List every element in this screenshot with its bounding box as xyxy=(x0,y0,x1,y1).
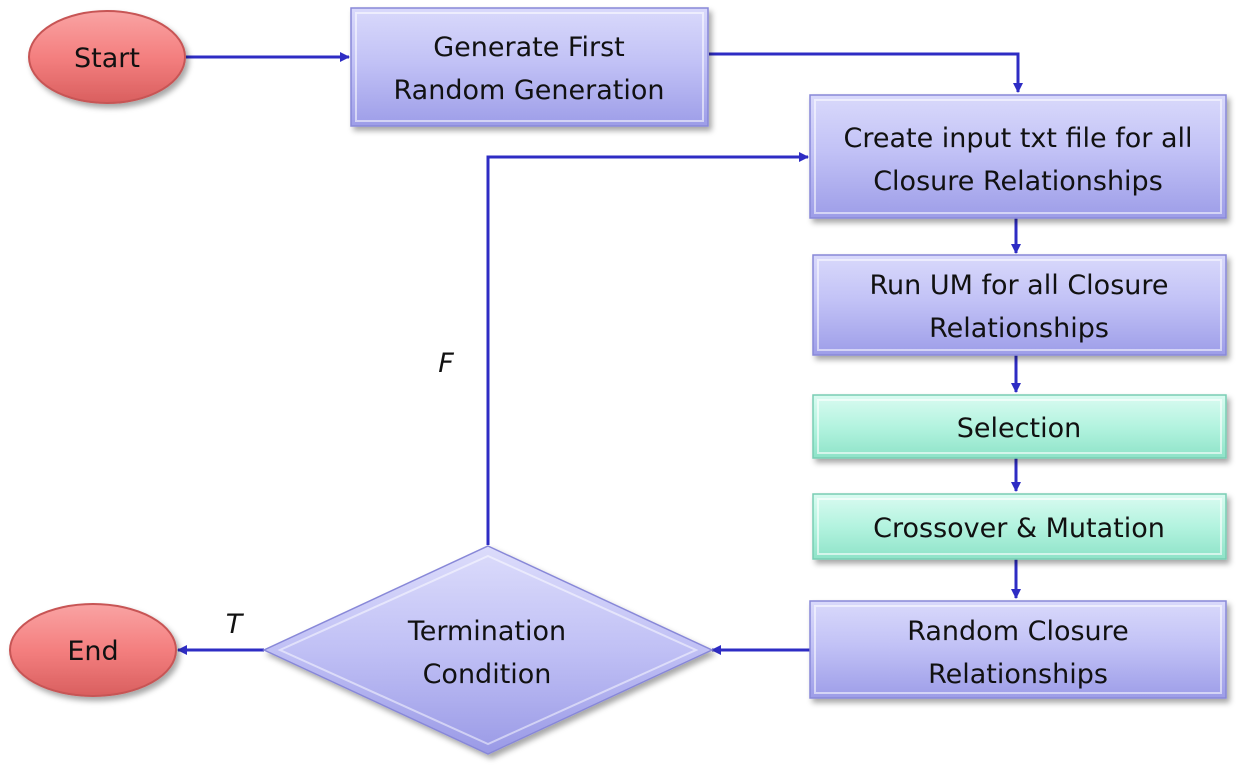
selection-bevel xyxy=(817,399,1222,454)
run-um-bevel xyxy=(817,259,1222,351)
create-input-bevel xyxy=(814,99,1222,214)
end-label: End xyxy=(67,636,118,667)
random-closure-shape xyxy=(809,600,1227,699)
selection-node: Selection xyxy=(812,394,1227,459)
run-um-node: Run UM for all Closure Relationships xyxy=(812,254,1227,356)
termination-bevel xyxy=(277,554,699,746)
end-node: End xyxy=(9,603,177,697)
start-node: Start xyxy=(28,10,186,104)
run-um-label-line-2: Relationships xyxy=(929,313,1109,344)
false-branch-label: F xyxy=(438,348,454,379)
create-input-shape xyxy=(809,94,1227,219)
random-closure-bevel xyxy=(814,605,1222,694)
crossover-node: Crossover & Mutation xyxy=(812,493,1227,560)
run-um-label-line-1: Run UM for all Closure xyxy=(869,270,1168,301)
generate-node: Generate First Random Generation xyxy=(350,7,709,127)
connector-generate-to-create-input xyxy=(709,52,1023,93)
termination-label-line-1: Termination xyxy=(407,616,566,647)
start-label: Start xyxy=(74,43,140,74)
end-shape xyxy=(9,603,177,697)
generate-label-line-1: Generate First xyxy=(433,32,625,63)
crossover-shape xyxy=(812,493,1227,560)
create-input-label-line-1: Create input txt file for all xyxy=(843,123,1192,154)
random-closure-label-line-1: Random Closure xyxy=(907,616,1129,647)
termination-label-line-2: Condition xyxy=(423,659,552,690)
create-input-node: Create input txt file for all Closure Re… xyxy=(809,94,1227,219)
selection-shape xyxy=(812,394,1227,459)
generate-bevel xyxy=(355,12,704,122)
crossover-bevel xyxy=(817,498,1222,555)
crossover-label: Crossover & Mutation xyxy=(873,513,1165,544)
generate-shape xyxy=(350,7,709,127)
create-input-label-line-2: Closure Relationships xyxy=(873,166,1163,197)
termination-node: Termination Condition xyxy=(262,545,714,755)
termination-shape xyxy=(262,545,714,755)
run-um-shape xyxy=(812,254,1227,356)
start-shape xyxy=(28,10,186,104)
generate-label-line-2: Random Generation xyxy=(394,75,665,106)
selection-label: Selection xyxy=(957,413,1081,444)
connector-termination-false-loop xyxy=(486,152,809,545)
random-closure-label-line-2: Relationships xyxy=(928,659,1108,690)
random-closure-node: Random Closure Relationships xyxy=(809,600,1227,699)
true-branch-label: T xyxy=(226,609,245,640)
